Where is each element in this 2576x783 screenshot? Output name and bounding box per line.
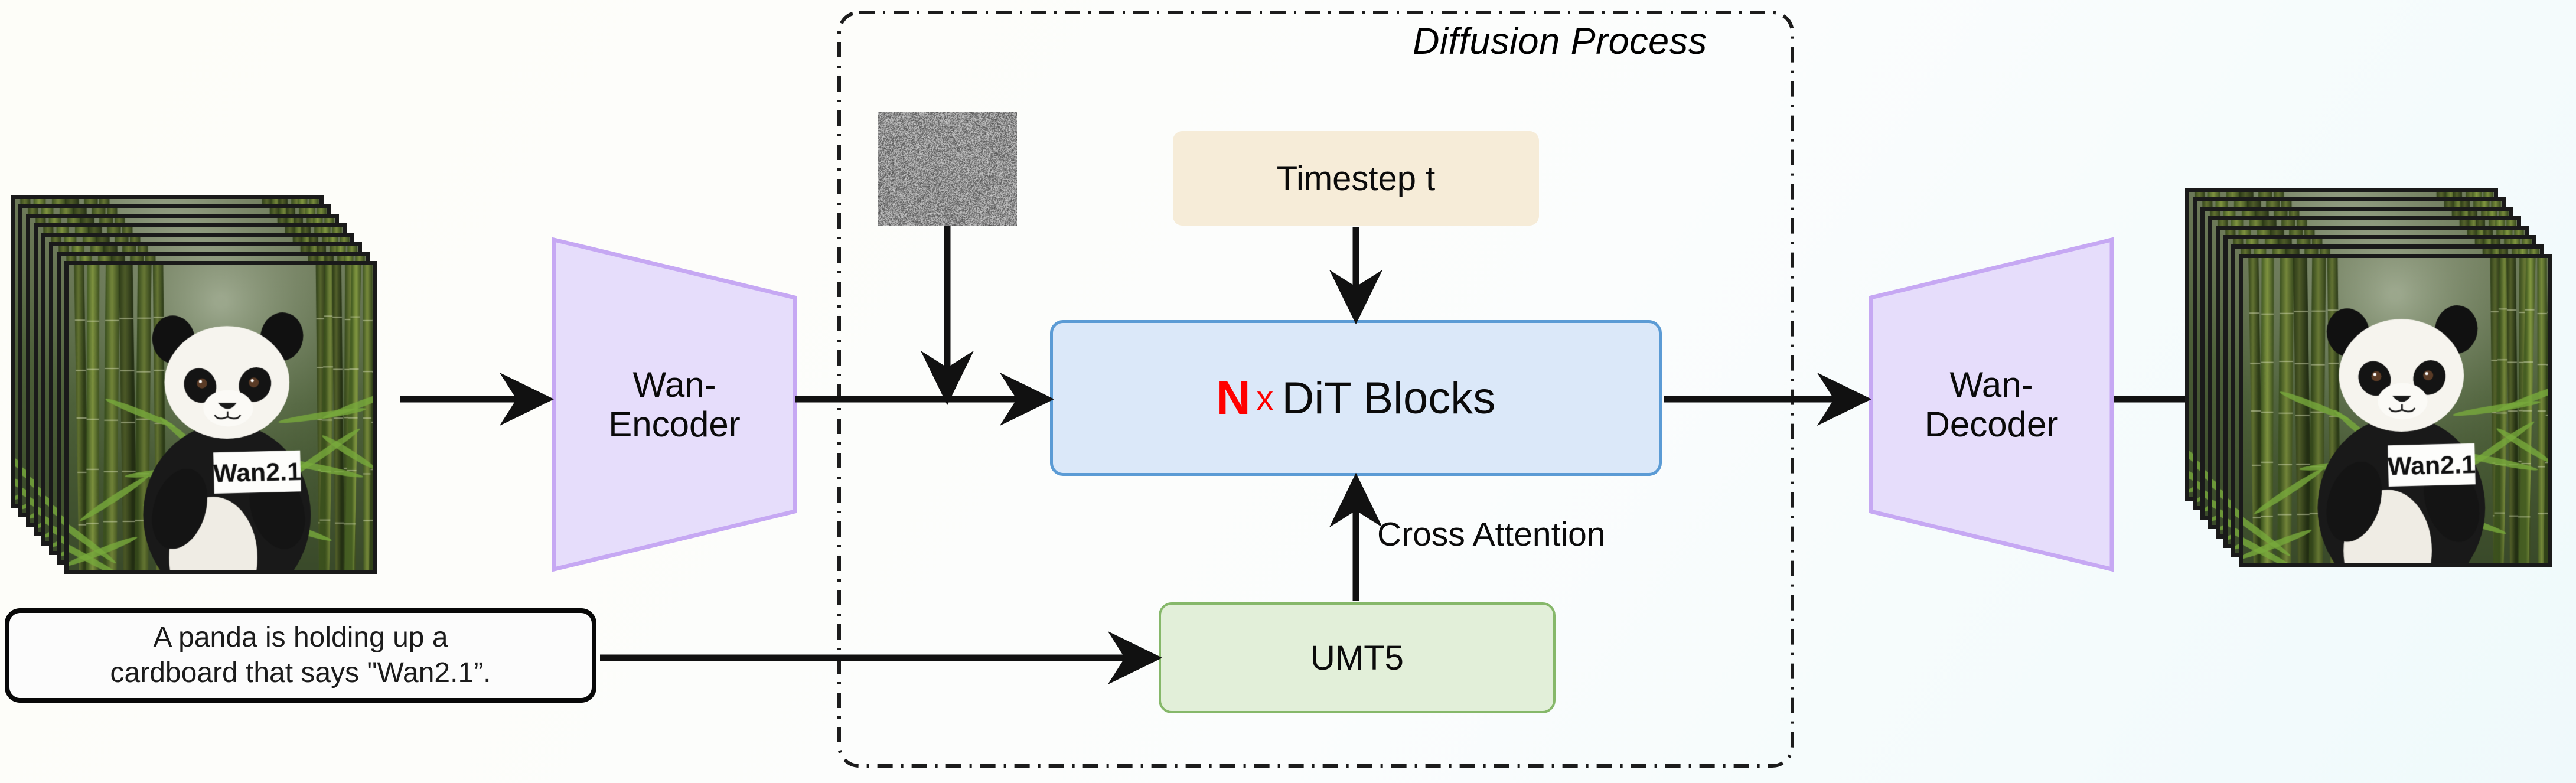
prompt-text: A panda is holding up a cardboard that s… [110,620,491,691]
diffusion-process-label: Diffusion Process [1413,21,1707,62]
wan-decoder-shape [1869,237,2114,572]
dit-blocks-block[interactable]: N x DiT Blocks [1050,320,1662,476]
cross-attention-label: Cross Attention [1377,516,1606,553]
dit-multiplier: N [1216,371,1251,424]
timestep-block[interactable]: Timestep t [1173,131,1539,226]
umt5-block[interactable]: UMT5 [1159,602,1556,713]
video-frame [2239,254,2552,567]
noise-latent-icon [878,112,1017,226]
wan-decoder-block[interactable]: Wan- Decoder [1867,236,2115,573]
dit-blocks-label: DiT Blocks [1282,373,1496,423]
timestep-label: Timestep t [1276,159,1436,198]
input-video-frame-stack [11,195,389,574]
video-frame [64,261,377,574]
prompt-line-1: A panda is holding up a [153,622,448,653]
prompt-text-box[interactable]: A panda is holding up a cardboard that s… [5,608,596,703]
dit-times-symbol: x [1256,379,1274,417]
wan-encoder-block[interactable]: Wan- Encoder [550,236,798,573]
umt5-label: UMT5 [1310,638,1404,677]
output-video-frame-stack [2185,188,2563,567]
wan-encoder-shape [552,237,797,572]
prompt-line-2: cardboard that says "Wan2.1”. [110,657,491,689]
